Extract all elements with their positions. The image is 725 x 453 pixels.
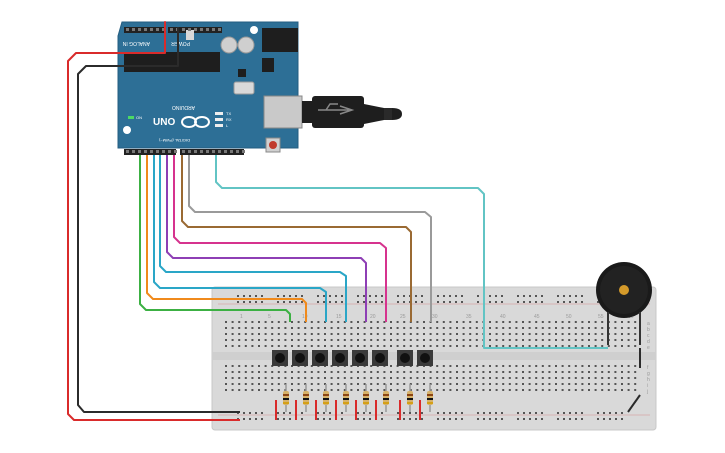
column-number: 20 (370, 314, 376, 320)
column-number: 45 (534, 314, 540, 320)
row-letter: f (647, 365, 649, 371)
capacitor (237, 36, 255, 54)
column-number: 30 (432, 314, 438, 320)
wire-black-gnd[interactable] (77, 27, 240, 413)
column-number: 5 (268, 314, 271, 320)
arduino-uno-board[interactable]: ANALOG IN POWER UNO ARDUINO TX RX L ON D (117, 21, 303, 155)
l-led (215, 124, 223, 127)
wire-purple[interactable] (166, 155, 367, 322)
analog-header-label: ANALOG IN (122, 40, 150, 46)
l-label: L (226, 123, 229, 128)
tx-label: TX (226, 111, 231, 116)
wire-magenta[interactable] (173, 155, 387, 322)
brand-label: ARDUINO (172, 104, 195, 110)
pushbutton[interactable] (352, 350, 368, 366)
buzzer-center (619, 285, 629, 295)
row-letter: g (647, 371, 650, 377)
arduino-logo: UNO ARDUINO (153, 104, 210, 128)
column-number: 40 (500, 314, 506, 320)
pushbutton[interactable] (292, 350, 308, 366)
wire-orange[interactable] (146, 155, 307, 322)
column-number: 1 (240, 314, 243, 320)
row-letter: c (647, 333, 650, 339)
on-led (128, 116, 134, 119)
wire-brown[interactable] (181, 155, 412, 322)
row-letter: j (646, 389, 648, 395)
capacitor (220, 36, 238, 54)
row-letter: b (647, 327, 650, 333)
rx-led (215, 118, 223, 121)
pushbutton[interactable] (372, 350, 388, 366)
wires (67, 21, 641, 421)
board-model-label: UNO (153, 117, 175, 128)
power-jack[interactable] (262, 28, 298, 52)
wire-cyan-2[interactable] (159, 155, 347, 322)
power-header-label: POWER (171, 40, 190, 46)
pushbutton[interactable] (417, 350, 433, 366)
row-letter: e (647, 345, 650, 351)
pushbuttons (272, 350, 433, 366)
pushbutton[interactable] (332, 350, 348, 366)
pushbutton[interactable] (312, 350, 328, 366)
usb-port[interactable] (263, 95, 303, 129)
wire-green[interactable] (139, 155, 291, 322)
column-number: 25 (400, 314, 406, 320)
row-letter: d (647, 339, 650, 345)
column-number: 10 (302, 314, 308, 320)
row-letter: i (647, 383, 648, 389)
digital-header-label: DIGITAL (PWM~) (158, 138, 190, 143)
wire-cyan[interactable] (153, 155, 327, 322)
usb-icon (318, 103, 355, 115)
wire-red-5v[interactable] (67, 21, 240, 421)
column-number: 55 (598, 314, 604, 320)
wire-black-buzzer-gnd-2[interactable] (627, 394, 641, 413)
reset-button-cap[interactable] (269, 141, 277, 149)
piezo-buzzer[interactable] (596, 262, 652, 345)
column-number: 15 (336, 314, 342, 320)
usb-plug[interactable] (312, 96, 364, 128)
pushbutton[interactable] (272, 350, 288, 366)
tx-led (215, 112, 223, 115)
rx-label: RX (226, 117, 232, 122)
breadboard-holes (225, 295, 637, 420)
breadboard-row-letters: a b c d e f g h i j (646, 321, 650, 395)
pushbutton[interactable] (397, 350, 413, 366)
row-letter: a (647, 321, 650, 327)
row-letter: h (647, 377, 650, 383)
wire-gray[interactable] (188, 155, 432, 322)
mounting-hole (123, 126, 131, 134)
column-number: 50 (566, 314, 572, 320)
column-number: 35 (466, 314, 472, 320)
usb-cable[interactable] (302, 96, 402, 128)
mounting-hole (250, 26, 258, 34)
wire-teal-buzzer[interactable] (215, 155, 608, 349)
on-label: ON (136, 115, 142, 120)
header-pins (126, 28, 245, 153)
atmega-chip (124, 52, 220, 72)
